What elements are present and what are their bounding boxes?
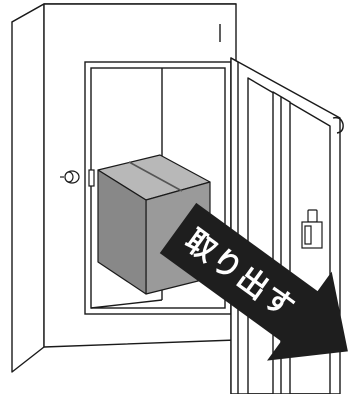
door-edge — [231, 58, 238, 394]
cabinet-left-side — [12, 4, 44, 372]
